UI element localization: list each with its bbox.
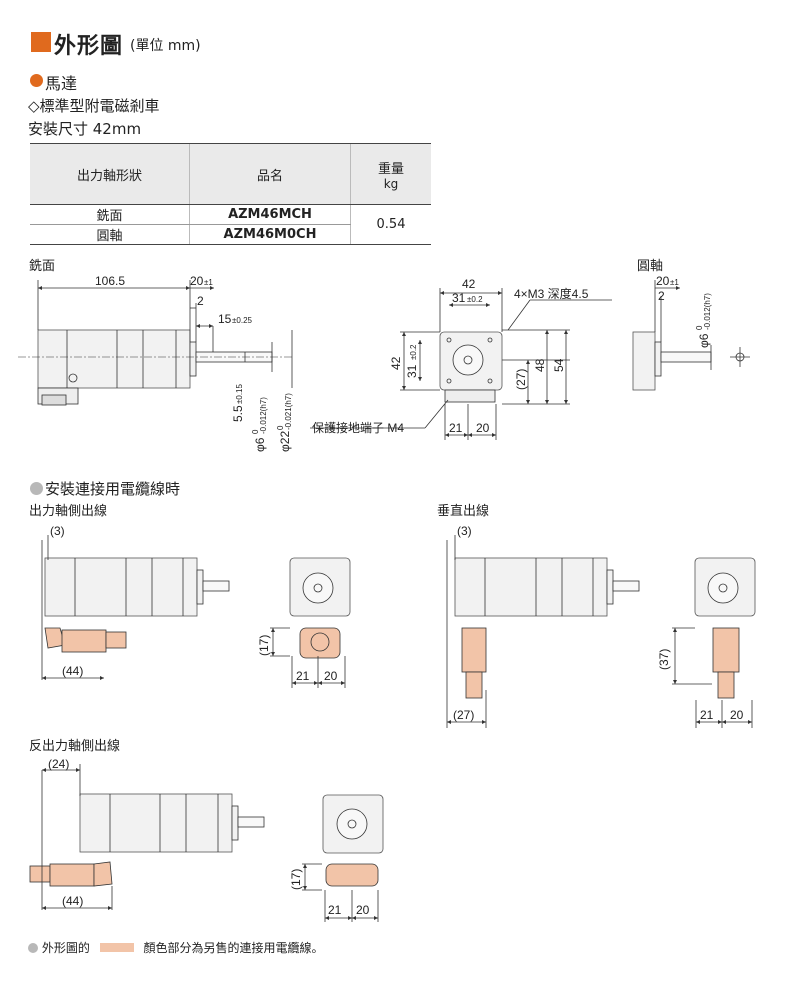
motor-side-view-round bbox=[632, 280, 750, 391]
footnote: 外形圖的 顏色部分為另售的連接用電纜線。 bbox=[28, 939, 324, 956]
svg-text:20: 20 bbox=[730, 708, 744, 722]
footnote-prefix: 外形圖的 bbox=[41, 941, 90, 955]
svg-text:(17): (17) bbox=[257, 635, 271, 656]
motor-side-view-flat bbox=[18, 280, 293, 406]
svg-text:±0.25: ±0.25 bbox=[232, 316, 253, 325]
svg-text:-0.012(h7): -0.012(h7) bbox=[703, 293, 712, 330]
col-shaft: 出力軸形狀 bbox=[30, 143, 190, 205]
dim-length: 106.5 bbox=[95, 274, 125, 288]
dim-20: 20 bbox=[190, 274, 204, 288]
svg-text:±0.2: ±0.2 bbox=[409, 344, 418, 360]
dim-phi22: φ22 bbox=[278, 431, 292, 452]
model-name: AZM46M0CH bbox=[189, 224, 351, 245]
svg-text:(37): (37) bbox=[657, 649, 671, 670]
svg-text:20: 20 bbox=[324, 669, 338, 683]
footnote-suffix: 顏色部分為另售的連接用電纜線。 bbox=[143, 941, 324, 955]
svg-text:0: 0 bbox=[251, 429, 260, 434]
unit-label: (單位 mm) bbox=[130, 38, 201, 54]
svg-text:(3): (3) bbox=[50, 524, 65, 538]
svg-text:21: 21 bbox=[700, 708, 714, 722]
ground-terminal-label: 保護接地端子 M4 bbox=[312, 420, 404, 435]
svg-text:±1: ±1 bbox=[670, 278, 679, 287]
orange-bullet-icon bbox=[30, 74, 43, 87]
dim-2: 2 bbox=[197, 294, 204, 308]
svg-text:0: 0 bbox=[276, 425, 285, 430]
section-motor-title: 馬達 bbox=[45, 74, 78, 93]
svg-text:20: 20 bbox=[356, 903, 370, 917]
svg-text:-0.021(h7): -0.021(h7) bbox=[284, 393, 293, 430]
dim-27: (27) bbox=[514, 369, 528, 390]
motor-front-view bbox=[310, 288, 612, 440]
view-label-flat: 銑面 bbox=[29, 259, 56, 274]
page-title: 外形圖 bbox=[54, 34, 124, 59]
mount-size: 安裝尺寸 42mm bbox=[28, 120, 142, 138]
gray-bullet-icon bbox=[30, 482, 43, 495]
svg-text:(44): (44) bbox=[62, 894, 83, 908]
dim-21: 21 bbox=[449, 421, 463, 435]
view-label-round: 圓軸 bbox=[637, 259, 664, 274]
gray-bullet-icon bbox=[28, 943, 38, 953]
cable-view-vertical bbox=[446, 535, 756, 728]
dim-31-vertical: 31 bbox=[405, 364, 419, 378]
svg-text:21: 21 bbox=[328, 903, 342, 917]
cable-view-label-vertical: 垂直出線 bbox=[437, 504, 490, 519]
cable-view-label-reverse: 反出力軸側出線 bbox=[29, 739, 121, 754]
section-motor-subtitle: ◇標準型附電磁剎車 bbox=[28, 97, 160, 115]
table-row: 圓軸 bbox=[30, 224, 190, 245]
cable-view-reverse-side bbox=[29, 764, 384, 922]
round-dim-phi6: φ6 bbox=[697, 333, 711, 348]
svg-text:(27): (27) bbox=[453, 708, 474, 722]
col-model: 品名 bbox=[189, 143, 351, 205]
svg-text:(44): (44) bbox=[62, 664, 83, 678]
spec-table: 出力軸形狀 品名 重量 kg 銑面 AZM46MCH 0.54 圓軸 AZM46… bbox=[30, 143, 431, 245]
dim-15: 15 bbox=[218, 312, 232, 326]
col-weight: 重量 kg bbox=[350, 143, 431, 205]
dim-48: 48 bbox=[533, 358, 547, 372]
dim-phi6: φ6 bbox=[253, 437, 267, 452]
dim-54: 54 bbox=[552, 358, 566, 372]
svg-text:±1: ±1 bbox=[204, 278, 213, 287]
svg-text:-0.012(h7): -0.012(h7) bbox=[259, 397, 268, 434]
dim-42: 42 bbox=[462, 277, 476, 291]
model-name: AZM46MCH bbox=[189, 204, 351, 225]
svg-text:(24): (24) bbox=[48, 757, 69, 771]
svg-text:(17): (17) bbox=[289, 869, 303, 890]
cable-view-label-output: 出力軸側出線 bbox=[29, 504, 108, 519]
dim-5-5: 5.5 bbox=[231, 405, 245, 422]
dim-20-bottom: 20 bbox=[476, 421, 490, 435]
svg-text:±0.15: ±0.15 bbox=[235, 383, 244, 404]
svg-text:21: 21 bbox=[296, 669, 310, 683]
cable-view-output-side bbox=[41, 535, 351, 688]
svg-text:0: 0 bbox=[695, 325, 704, 330]
svg-text:±0.2: ±0.2 bbox=[467, 295, 483, 304]
svg-text:(3): (3) bbox=[457, 524, 472, 538]
cable-color-swatch bbox=[99, 943, 134, 952]
title-square-icon bbox=[31, 32, 51, 52]
round-dim-2: 2 bbox=[658, 289, 665, 303]
round-dim-20: 20 bbox=[656, 274, 670, 288]
section-cable-title: 安裝連接用電纜線時 bbox=[45, 480, 181, 498]
holes-spec: 4×M3 深度4.5 bbox=[514, 286, 589, 301]
dim-31: 31 bbox=[452, 291, 466, 305]
weight-value: 0.54 bbox=[350, 204, 431, 245]
dim-42-vertical: 42 bbox=[389, 356, 403, 370]
table-row: 銑面 bbox=[30, 204, 190, 225]
